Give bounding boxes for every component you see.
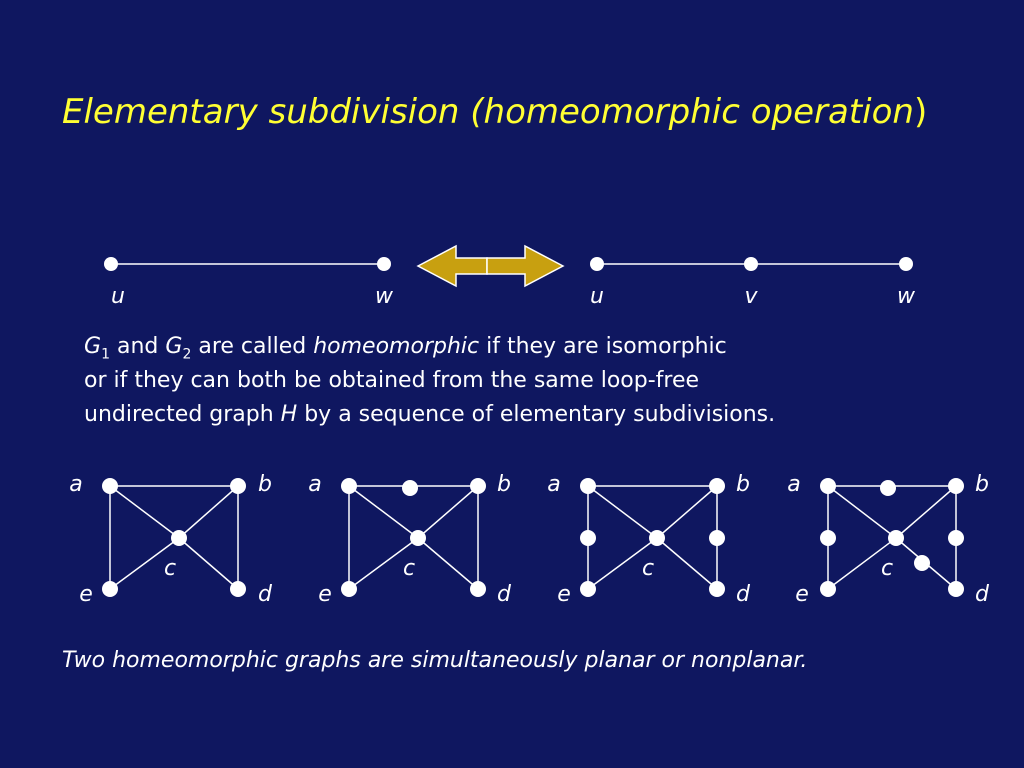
vertex-u-right <box>590 257 604 271</box>
graph-4: a b c d e <box>787 472 990 607</box>
vertex-e <box>580 581 596 597</box>
vertex-subdivision-right <box>948 530 964 546</box>
graph-1: a b c d e <box>69 472 273 607</box>
definition-line-3-end: by a sequence of elementary subdivisions… <box>297 402 776 427</box>
vertex-d <box>230 581 246 597</box>
vertex-subdivision-left <box>820 530 836 546</box>
vertex-e <box>341 581 357 597</box>
vertex-subdivision-left <box>580 530 596 546</box>
title-part-2: homeomorphic operation <box>483 92 914 132</box>
vertex-e <box>102 581 118 597</box>
label-e: e <box>79 582 93 607</box>
vertex-b <box>948 478 964 494</box>
vertex-w-left <box>377 257 391 271</box>
label-b: b <box>736 472 750 497</box>
text-are-called: are called <box>191 334 314 359</box>
vertex-a <box>580 478 596 494</box>
label-a: a <box>69 472 82 497</box>
vertex-c <box>171 530 187 546</box>
vertex-v-right <box>744 257 758 271</box>
graph-3: a b c d e <box>547 472 751 607</box>
label-e: e <box>795 582 809 607</box>
label-d: d <box>975 582 990 607</box>
subscript-1: 1 <box>101 346 110 363</box>
vertex-a <box>102 478 118 494</box>
vertex-a <box>341 478 357 494</box>
definition-line-3: undirected graph H by a sequence of elem… <box>84 398 964 432</box>
title-part-1: Elementary subdivision ( <box>62 92 484 132</box>
label-a: a <box>308 472 321 497</box>
conclusion-text: Two homeomorphic graphs are simultaneous… <box>62 648 808 673</box>
label-c: c <box>881 556 893 581</box>
label-u-right: u <box>590 284 604 309</box>
vertex-d <box>948 581 964 597</box>
label-a: a <box>547 472 560 497</box>
label-b: b <box>975 472 989 497</box>
title-part-3: ) <box>913 92 928 132</box>
label-w-left: w <box>375 284 394 309</box>
subscript-2: 2 <box>182 346 192 363</box>
vertex-c <box>888 530 904 546</box>
label-d: d <box>258 582 273 607</box>
vertex-subdivision <box>402 480 418 496</box>
symbol-h: H <box>280 402 298 427</box>
slide-title: Elementary subdivision (homeomorphic ope… <box>62 88 1002 136</box>
vertex-w-right <box>899 257 913 271</box>
label-u-left: u <box>111 284 125 309</box>
label-c: c <box>642 556 654 581</box>
label-c: c <box>403 556 415 581</box>
vertex-b <box>470 478 486 494</box>
vertex-a <box>820 478 836 494</box>
vertex-b <box>709 478 725 494</box>
label-c: c <box>164 556 176 581</box>
vertex-d <box>709 581 725 597</box>
term-homeomorphic: homeomorphic <box>313 334 480 359</box>
vertex-u-left <box>104 257 118 271</box>
vertex-e <box>820 581 836 597</box>
definition-line-1-rest: if they are isomorphic <box>479 334 727 359</box>
vertex-d <box>470 581 486 597</box>
label-v-right: v <box>744 284 758 309</box>
definition-line-3-start: undirected graph <box>84 402 281 427</box>
vertex-subdivision-top <box>880 480 896 496</box>
double-arrow-icon <box>416 244 565 288</box>
label-e: e <box>318 582 332 607</box>
word-and: and <box>109 334 166 359</box>
label-d: d <box>736 582 751 607</box>
label-w-right: w <box>897 284 916 309</box>
symbol-g1: G <box>84 334 102 359</box>
vertex-subdivision-right <box>709 530 725 546</box>
vertex-subdivision-diagonal <box>914 555 930 571</box>
vertex-c <box>649 530 665 546</box>
vertex-b <box>230 478 246 494</box>
label-d: d <box>497 582 512 607</box>
vertex-c <box>410 530 426 546</box>
definition-line-1: G1 and G2 are called homeomorphic if the… <box>84 330 964 364</box>
definition-line-2: or if they can both be obtained from the… <box>84 368 700 393</box>
label-a: a <box>787 472 800 497</box>
graph-2: a b c d e <box>308 472 512 607</box>
symbol-g2: G <box>165 334 183 359</box>
subdivision-illustration: u w u v w <box>104 244 916 309</box>
label-b: b <box>258 472 272 497</box>
definition-text: G1 and G2 are called homeomorphic if the… <box>84 330 964 432</box>
label-e: e <box>557 582 571 607</box>
label-b: b <box>497 472 511 497</box>
